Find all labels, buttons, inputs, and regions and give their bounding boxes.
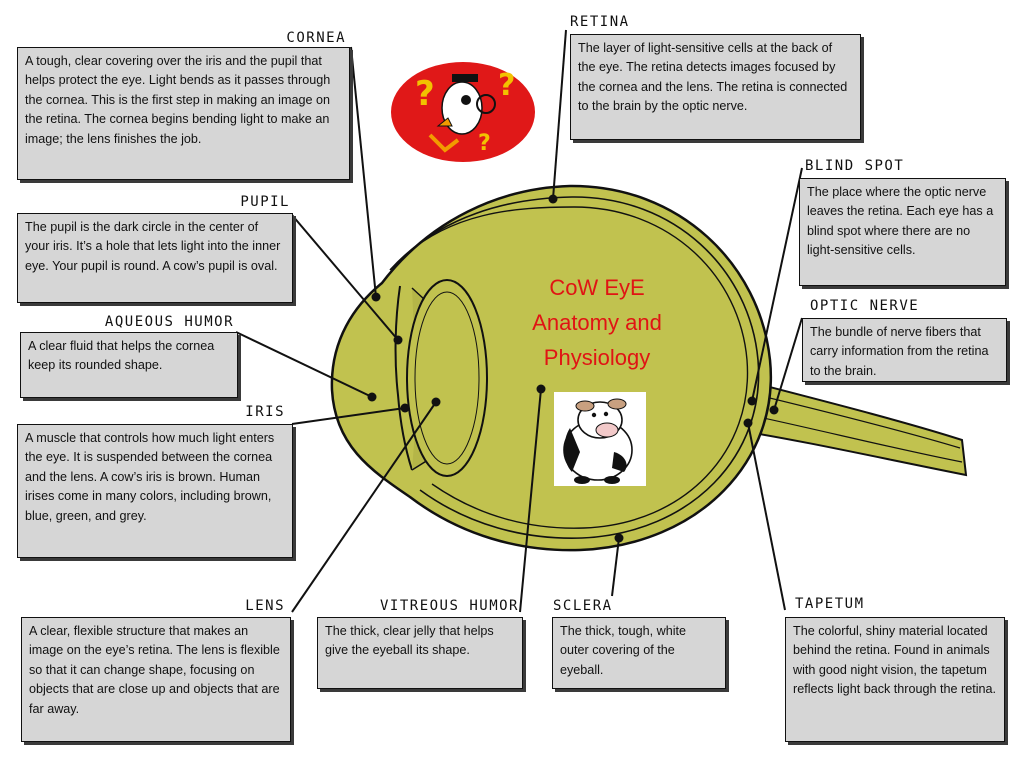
aqueous-humor-description: A clear fluid that helps the cornea keep… bbox=[20, 332, 238, 398]
retina-description: The layer of light-sensitive cells at th… bbox=[570, 34, 861, 140]
pupil-label: PUPIL bbox=[240, 194, 290, 210]
vitreous-humor-description: The thick, clear jelly that helps give t… bbox=[317, 617, 523, 689]
sclera-label: SCLERA bbox=[553, 598, 613, 614]
aqueous-humor-label: AQUEOUS HUMOR bbox=[104, 314, 234, 330]
iris-label: IRIS bbox=[245, 404, 285, 420]
optic-nerve-description: The bundle of nerve fibers that carry in… bbox=[802, 318, 1007, 382]
cornea-description: A tough, clear covering over the iris an… bbox=[17, 47, 350, 180]
svg-text:?: ? bbox=[415, 74, 435, 114]
svg-text:?: ? bbox=[498, 68, 515, 103]
iris-description: A muscle that controls how much light en… bbox=[17, 424, 293, 558]
sclera-description: The thick, tough, white outer covering o… bbox=[552, 617, 726, 689]
cow-icon bbox=[554, 392, 646, 486]
lens-shape bbox=[406, 279, 488, 477]
blind-spot-label: BLIND SPOT bbox=[805, 158, 905, 174]
lens-label: LENS bbox=[245, 598, 285, 614]
lens-description: A clear, flexible structure that makes a… bbox=[21, 617, 291, 742]
tapetum-label: TAPETUM bbox=[795, 596, 865, 612]
title-line-3: Physiology bbox=[543, 345, 651, 370]
blind-spot-description: The place where the optic nerve leaves t… bbox=[799, 178, 1006, 286]
vitreous-humor-label: VITREOUS HUMOR bbox=[379, 598, 519, 614]
diagram-title: CoW EyE Anatomy and Physiology bbox=[487, 270, 707, 375]
pupil-description: The pupil is the dark circle in the cent… bbox=[17, 213, 293, 303]
tapetum-description: The colorful, shiny material located beh… bbox=[785, 617, 1005, 742]
iris-shape bbox=[394, 285, 413, 471]
title-line-2: Anatomy and bbox=[532, 310, 662, 335]
cornea-label: CORNEA bbox=[286, 30, 346, 46]
retina-label: RETINA bbox=[570, 14, 630, 30]
title-line-1: CoW EyE bbox=[549, 275, 645, 300]
optic-nerve-label: OPTIC NERVE bbox=[810, 298, 920, 314]
svg-text:?: ? bbox=[478, 131, 491, 156]
professor-duck-icon: ? ? ? bbox=[391, 62, 535, 162]
